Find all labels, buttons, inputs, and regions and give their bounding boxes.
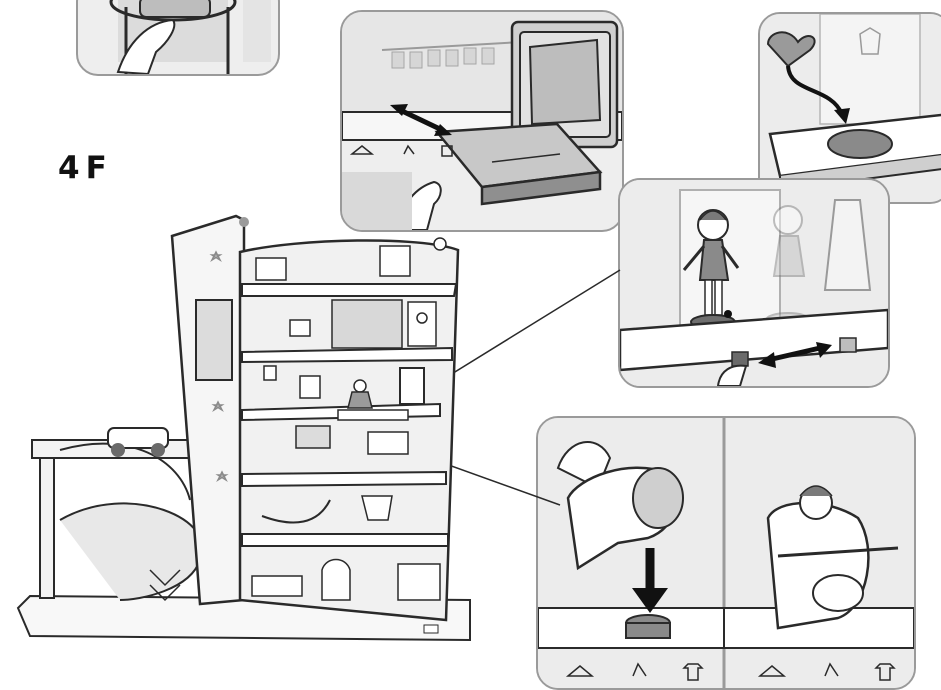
mall-tower-illustration	[0, 0, 941, 687]
instruction-page: 4F	[0, 0, 941, 687]
